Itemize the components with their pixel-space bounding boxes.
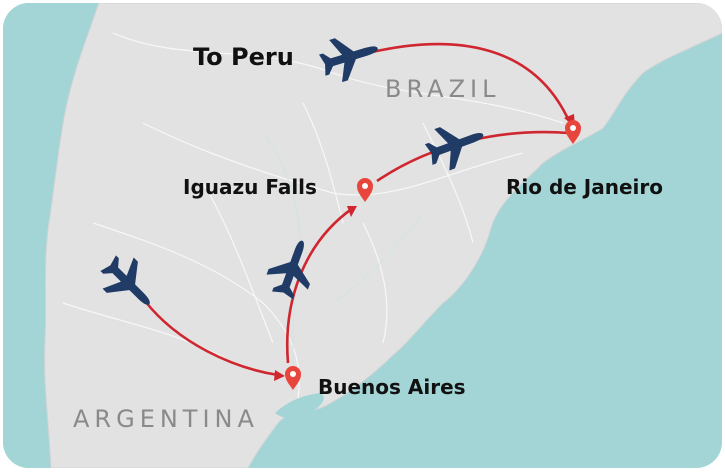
estuary bbox=[275, 393, 324, 418]
route-rio-peru bbox=[367, 42, 571, 122]
pacific-ocean bbox=[3, 3, 99, 468]
arrow-head bbox=[347, 206, 357, 217]
city-label-buenos-aires: Buenos Aires bbox=[318, 375, 466, 399]
city-label-iguazu-falls: Iguazu Falls bbox=[183, 175, 317, 199]
arrow-head bbox=[274, 370, 285, 381]
country-label-brazil: BRAZIL bbox=[385, 75, 501, 103]
map-card: BRAZIL ARGENTINA To Peru Iguazu Falls Ri… bbox=[3, 3, 722, 468]
rivers bbox=[262, 132, 424, 384]
roads bbox=[62, 32, 564, 399]
city-label-rio-de-janeiro: Rio de Janeiro bbox=[506, 175, 664, 199]
route-start-ba bbox=[143, 300, 279, 377]
map-canvas bbox=[3, 3, 722, 468]
destination-label: To Peru bbox=[193, 43, 294, 71]
country-label-argentina: ARGENTINA bbox=[73, 405, 259, 433]
